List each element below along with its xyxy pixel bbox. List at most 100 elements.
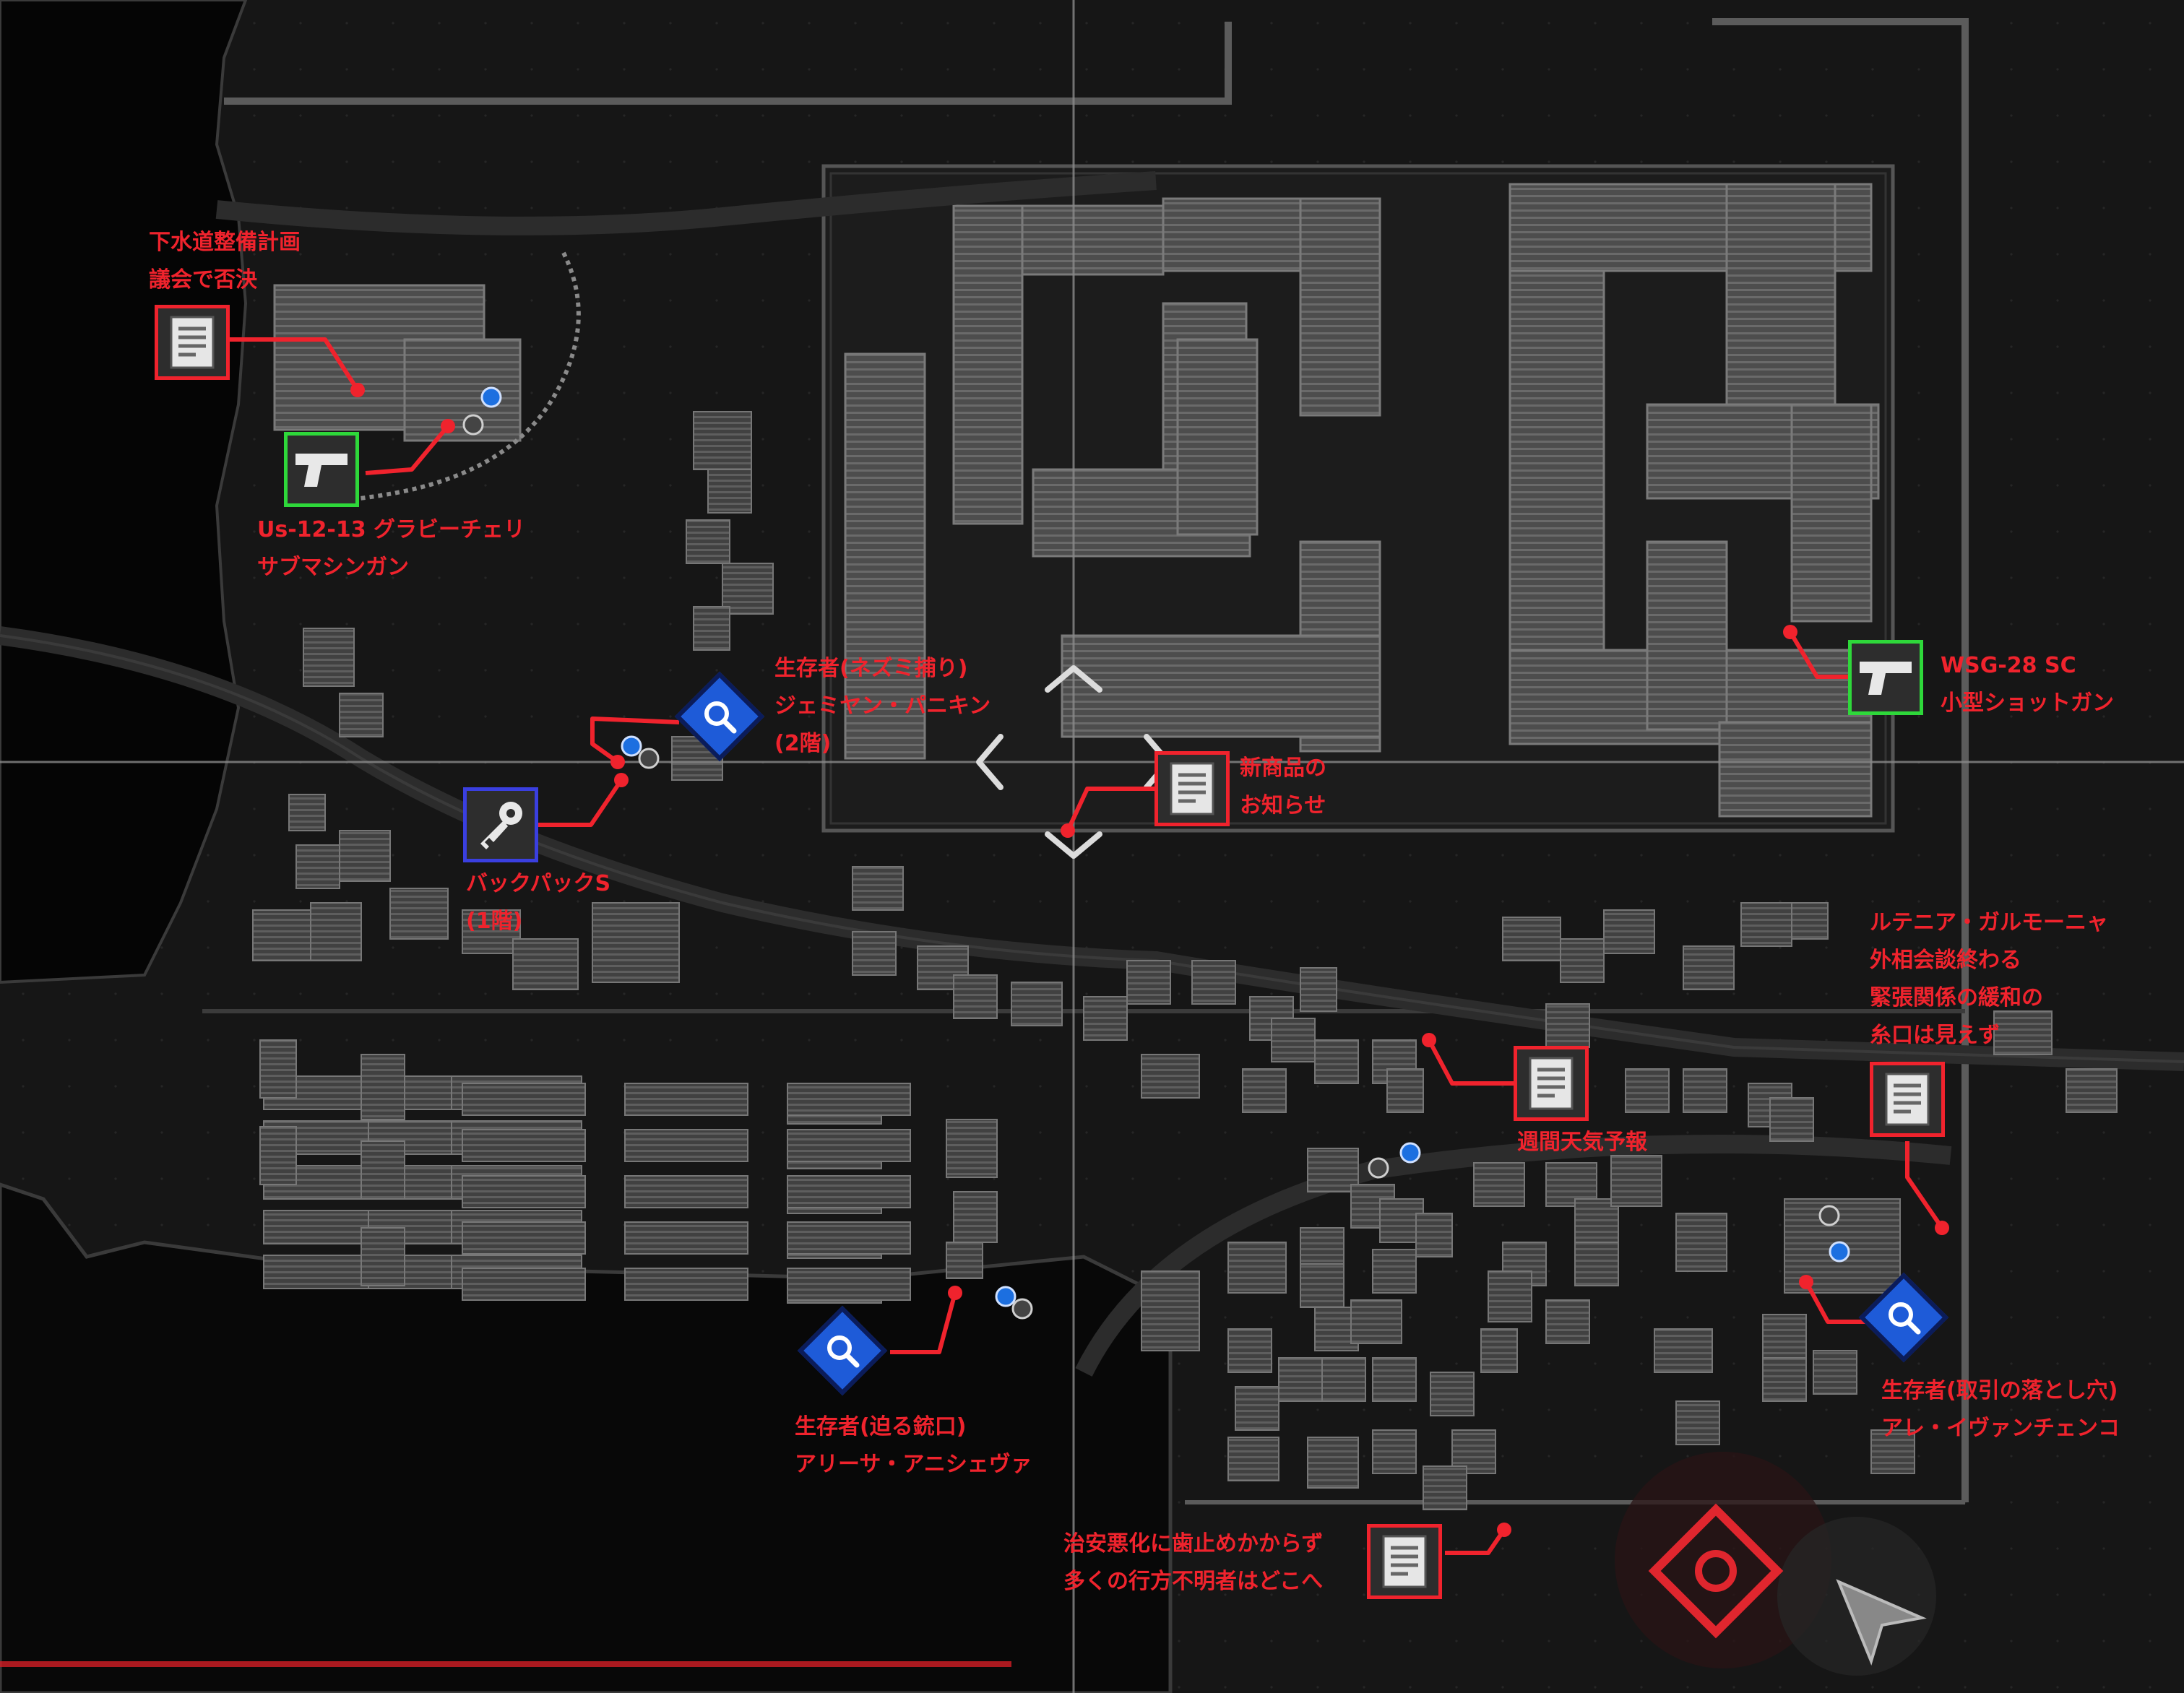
map-building	[693, 411, 752, 470]
document-icon	[1885, 1073, 1930, 1126]
label-weather: 週間天気予報	[1517, 1130, 1647, 1155]
map-garage-row	[462, 1175, 586, 1208]
map-building	[1769, 1097, 1814, 1142]
marker-survivor-rat[interactable]	[674, 671, 765, 762]
map-garage-row	[624, 1268, 748, 1301]
map-building	[389, 888, 449, 940]
map-building	[592, 902, 680, 983]
map-building	[1227, 1242, 1287, 1294]
map-building	[686, 519, 730, 564]
map-garage-row	[624, 1083, 748, 1116]
map-building	[310, 902, 362, 961]
map-building	[852, 931, 897, 976]
map-building	[1813, 1350, 1857, 1395]
map-garage-row	[462, 1221, 586, 1255]
marker-document-ruthenia[interactable]	[1870, 1062, 1945, 1137]
map-garage-row	[462, 1129, 586, 1162]
map-building	[1415, 1213, 1453, 1257]
magnifier-icon	[704, 701, 737, 734]
map-garage-row	[624, 1221, 748, 1255]
map-building	[1191, 960, 1236, 1005]
map-garage-row	[624, 1129, 748, 1162]
map-building	[1372, 1249, 1417, 1294]
map-building	[259, 1039, 297, 1099]
map-building	[252, 909, 311, 961]
marker-document-weather[interactable]	[1514, 1046, 1589, 1121]
map-building	[1610, 1155, 1662, 1207]
map-building	[1683, 1068, 1727, 1113]
map-building	[1870, 1429, 1915, 1474]
label-survivor-gun: 生存者(迫る銃口) アリーサ・アニシェヴァ	[795, 1414, 1032, 1477]
key-icon	[480, 802, 522, 849]
marker-document-security[interactable]	[1367, 1524, 1442, 1599]
map-building	[462, 909, 521, 954]
map-building	[1603, 909, 1655, 954]
label-backpack: バックパックS (1階)	[466, 871, 611, 934]
map-building	[1083, 996, 1128, 1041]
marker-weapon-shotgun[interactable]	[1848, 640, 1923, 715]
map-building	[295, 844, 340, 889]
map-building	[1473, 1162, 1525, 1207]
marker-key-backpack[interactable]	[463, 787, 538, 862]
compass-icon	[1615, 1452, 1831, 1668]
document-icon	[1382, 1535, 1427, 1588]
map-building	[361, 1054, 405, 1120]
map-building	[1011, 982, 1063, 1026]
map-building	[707, 469, 752, 514]
map-building	[1271, 1018, 1316, 1062]
map-building	[1545, 1003, 1590, 1048]
marker-survivor-gun[interactable]	[797, 1305, 888, 1396]
magnifier-icon	[1889, 1302, 1921, 1335]
map-building	[361, 1140, 405, 1200]
map-building	[946, 1242, 983, 1279]
map-building	[1430, 1372, 1475, 1416]
map-building	[1227, 1328, 1272, 1373]
map-building	[1350, 1299, 1402, 1344]
map-building	[852, 866, 904, 911]
map-garage-row	[787, 1129, 911, 1162]
map-building	[1314, 1039, 1359, 1084]
map-building	[339, 830, 391, 882]
map-building	[1307, 1437, 1359, 1489]
map-building	[288, 794, 326, 831]
map-building	[953, 1191, 998, 1243]
marker-survivor-trap[interactable]	[1858, 1272, 1949, 1363]
map-building	[259, 1126, 297, 1185]
map-building	[1488, 1270, 1532, 1322]
marker-weapon-smg[interactable]	[284, 432, 359, 507]
map-building	[2066, 1068, 2118, 1113]
map-building	[946, 1119, 998, 1178]
map-garage-row	[624, 1175, 748, 1208]
map-building	[1126, 960, 1171, 1005]
label-survivor-trap: 生存者(取引の落とし穴) アレ・イヴァンチェンコ	[1881, 1378, 2120, 1441]
map-building	[917, 945, 969, 990]
label-new-product: 新商品の お知らせ	[1240, 755, 1326, 818]
map-building	[361, 1227, 405, 1286]
map-building	[1278, 1357, 1323, 1402]
map-building	[1235, 1386, 1279, 1431]
map-building	[722, 563, 774, 615]
map-building	[1386, 1068, 1424, 1113]
map-building	[1683, 945, 1735, 990]
map-building	[1372, 1429, 1417, 1474]
map-building	[1242, 1068, 1287, 1113]
map-building	[1300, 1263, 1345, 1308]
map-garage-row	[787, 1221, 911, 1255]
map-building	[1993, 1010, 2053, 1055]
marker-document-new-product[interactable]	[1154, 751, 1230, 826]
map-building	[512, 938, 579, 990]
label-survivor-rat: 生存者(ネズミ捕り) ジェミヤン・パニキン (2階)	[774, 656, 991, 756]
map-building	[1141, 1270, 1200, 1351]
center-crosshair	[976, 665, 1171, 859]
map-building	[303, 628, 355, 687]
map-building	[1675, 1400, 1720, 1445]
map-building	[1740, 902, 1792, 947]
map-building	[1791, 902, 1829, 940]
document-icon	[170, 316, 215, 369]
label-security: 治安悪化に歯止めかからず 多くの行方不明者はどこへ	[1063, 1531, 1324, 1594]
player-arrow-icon	[1836, 1579, 1927, 1666]
marker-document-sewer[interactable]	[155, 305, 230, 380]
label-sewer-plan: 下水道整備計画 議会で否決	[149, 230, 301, 293]
map-building	[1372, 1357, 1417, 1402]
